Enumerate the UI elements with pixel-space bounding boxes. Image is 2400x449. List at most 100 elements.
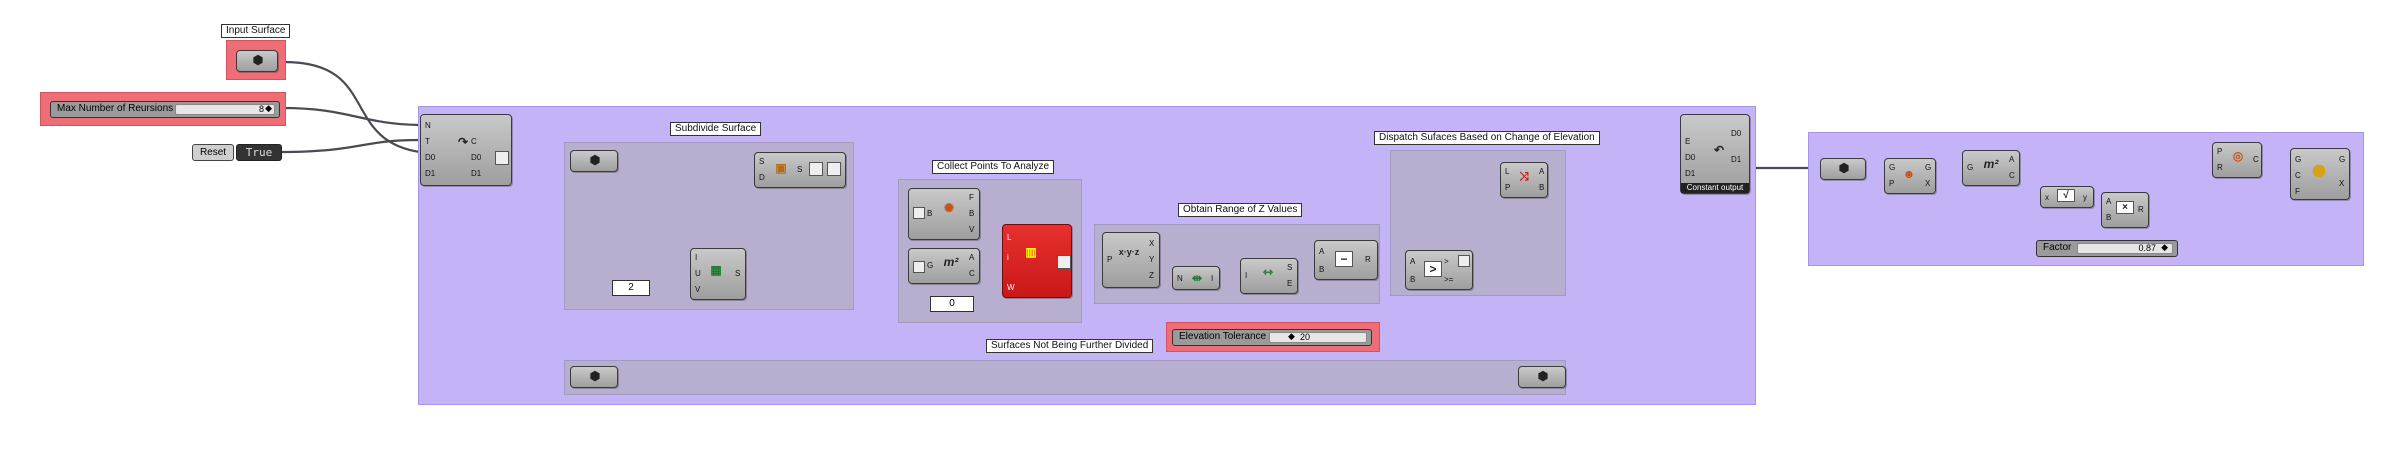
max-recursions-slider[interactable]: Max Number of Reursions 8 ◆ [50,101,280,118]
subsrf-output-s[interactable]: S [797,165,803,174]
area-right-output-c[interactable]: C [2009,171,2015,180]
list-input-i[interactable]: i [1007,253,1009,262]
subtract-input-b[interactable]: B [1319,265,1325,274]
loop-end-component[interactable]: E D0 D1 ↶ D0 D1 Constant output [1680,114,1750,194]
circle-component[interactable]: P R ◎ C [2212,142,2262,178]
output-surface-param[interactable]: ⬢ [1820,158,1866,180]
loop-end-input-e[interactable]: E [1685,137,1691,146]
evaluate-output-v[interactable]: V [969,225,975,234]
divide-input-i[interactable]: I [695,253,698,262]
subtract-input-a[interactable]: A [1319,247,1325,256]
bounds-input-n[interactable]: N [1177,274,1183,283]
max-recursions-track[interactable]: 8 ◆ [175,103,275,115]
dispatch-output-a[interactable]: A [1539,167,1545,176]
loop-start-output-d1[interactable]: D1 [471,169,482,178]
elevation-track[interactable]: ◆ 20 [1269,331,1367,343]
centroid-output-g[interactable]: G [1925,163,1932,172]
dispatch-component[interactable]: L P ⤨ A B [1500,162,1548,198]
divide-output-s[interactable]: S [735,269,741,278]
loop-start-input-n[interactable]: N [425,121,431,130]
list-item-component[interactable]: L i W ▥ [1002,224,1072,298]
area-right-output-a[interactable]: A [2009,155,2015,164]
evaluate-surface-component[interactable]: B ✺ F B V [908,188,980,240]
loop-start-input-t[interactable]: T [425,137,430,146]
deconstruct-output-z[interactable]: Z [1149,271,1154,280]
dispatch-input-l[interactable]: L [1505,167,1510,176]
loop-start-output-d0[interactable]: D0 [471,153,482,162]
scale-output-x[interactable]: X [2339,179,2345,188]
subsrf-input-d[interactable]: D [759,173,765,182]
deconstruct-output-y[interactable]: Y [1149,255,1155,264]
zero-panel[interactable]: 0 [930,296,974,312]
mult-input-a[interactable]: A [2106,197,2112,206]
reset-button[interactable]: Reset [192,144,234,161]
domain-output-s[interactable]: S [1287,263,1293,272]
divide-input-v[interactable]: V [695,285,701,294]
mult-input-b[interactable]: B [2106,213,2112,222]
subtract-output-r[interactable]: R [1365,255,1371,264]
input-surface-param[interactable]: ⬢ [236,50,278,72]
mult-output-r[interactable]: R [2138,205,2144,214]
square-root-component[interactable]: x √ y [2040,186,2094,208]
elevation-slider[interactable]: Elevation Tolerance ◆ 20 [1172,329,1372,346]
deconstruct-domain-component[interactable]: I ⇿ S E [1240,258,1298,294]
divide-domain-component[interactable]: I U V ▦ S [690,248,746,300]
centroid-output-x[interactable]: X [1925,179,1931,188]
loop-start-component[interactable]: N T D0 D1 ↷ C D0 D1 [420,114,512,186]
circle-output-c[interactable]: C [2253,155,2259,164]
area-output-a[interactable]: A [969,253,975,262]
scale-input-f[interactable]: F [2295,187,2300,196]
sqrt-input-x[interactable]: x [2045,193,2049,202]
loop-end-input-d1[interactable]: D1 [1685,169,1696,178]
circle-input-p[interactable]: P [2217,147,2223,156]
centroid-input-p[interactable]: P [1889,179,1895,188]
scale-input-g[interactable]: G [2295,155,2302,164]
deconstruct-output-x[interactable]: X [1149,239,1155,248]
factor-track[interactable]: 0.87 ◆ [2077,242,2173,254]
loop-end-output-d1[interactable]: D1 [1731,155,1742,164]
larger-output-gt[interactable]: > [1444,257,1449,266]
subdivide-surface-param[interactable]: ⬢ [570,150,618,172]
bounds-output-i[interactable]: I [1211,274,1214,283]
larger-than-component[interactable]: A B > > >= [1405,250,1473,290]
subsrf-input-s[interactable]: S [759,157,765,166]
dispatch-output-b[interactable]: B [1539,183,1545,192]
area-right-input-g[interactable]: G [1967,163,1974,172]
larger-input-b[interactable]: B [1410,275,1416,284]
scale-component[interactable]: G C F ⬤ G X [2290,148,2350,200]
evaluate-output-b[interactable]: B [969,209,975,218]
larger-input-a[interactable]: A [1410,257,1416,266]
scale-output-g[interactable]: G [2339,155,2346,164]
domain-input-i[interactable]: I [1245,271,1248,280]
area-output-c[interactable]: C [969,269,975,278]
multiplication-component[interactable]: A B × R [2101,192,2149,228]
reset-toggle-value[interactable]: True [236,144,282,161]
larger-output-gte[interactable]: >= [1444,275,1454,284]
list-input-l[interactable]: L [1007,233,1012,242]
loop-start-output-c[interactable]: C [471,137,477,146]
subsrf-component[interactable]: S D ▣ S [754,152,846,188]
centroid-input-g[interactable]: G [1889,163,1896,172]
dispatch-input-p[interactable]: P [1505,183,1511,192]
evaluate-input-b[interactable]: B [927,209,933,218]
subtraction-component[interactable]: A B − R [1314,240,1378,280]
list-input-w[interactable]: W [1007,283,1015,292]
loop-start-input-d1[interactable]: D1 [425,169,436,178]
centroid-component[interactable]: G P ☻ G X [1884,158,1936,194]
sqrt-output-y[interactable]: y [2083,193,2087,202]
bottom-surface-param-right[interactable]: ⬢ [1518,366,1566,388]
divide-input-u[interactable]: U [695,269,701,278]
bottom-surface-param-left[interactable]: ⬢ [570,366,618,388]
scale-input-c[interactable]: C [2295,171,2301,180]
area-right-component[interactable]: G m² A C [1962,150,2020,186]
area-component[interactable]: G m² A C [908,248,980,284]
circle-input-r[interactable]: R [2217,163,2223,172]
deconstruct-point-component[interactable]: P x·y·z X Y Z [1102,232,1160,288]
deconstruct-input-p[interactable]: P [1107,255,1113,264]
domain-output-e[interactable]: E [1287,279,1293,288]
area-input-g[interactable]: G [927,261,934,270]
divisions-panel[interactable]: 2 [612,280,650,296]
evaluate-output-f[interactable]: F [969,193,974,202]
loop-start-input-d0[interactable]: D0 [425,153,436,162]
